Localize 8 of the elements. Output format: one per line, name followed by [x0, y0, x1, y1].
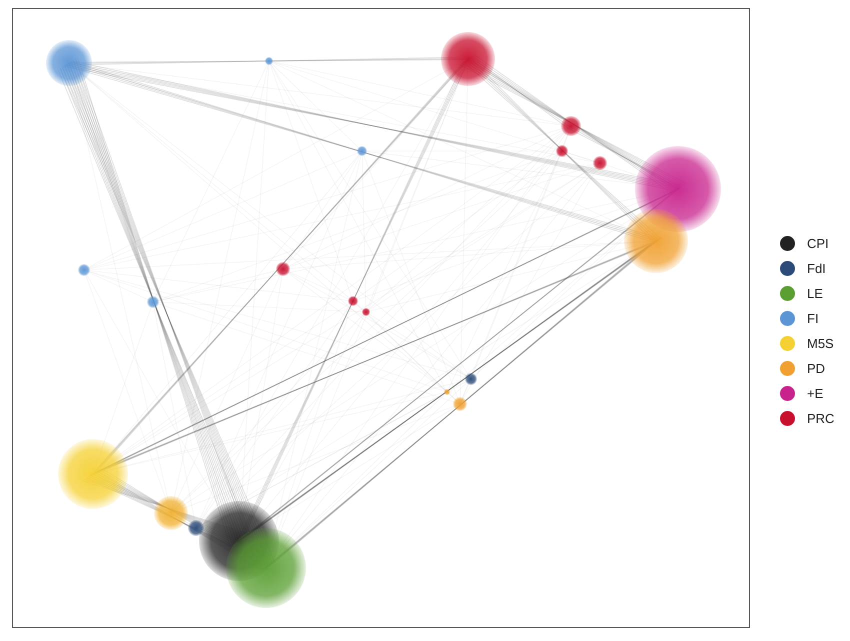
legend-label: FI: [807, 311, 819, 326]
legend-label: M5S: [807, 336, 834, 351]
legend-label: LE: [807, 286, 823, 301]
legend-label: CPI: [807, 236, 829, 251]
legend-label: PD: [807, 361, 826, 376]
legend-label: FdI: [807, 261, 826, 276]
legend-label: PRC: [807, 411, 834, 426]
legend-label: +E: [807, 386, 824, 401]
